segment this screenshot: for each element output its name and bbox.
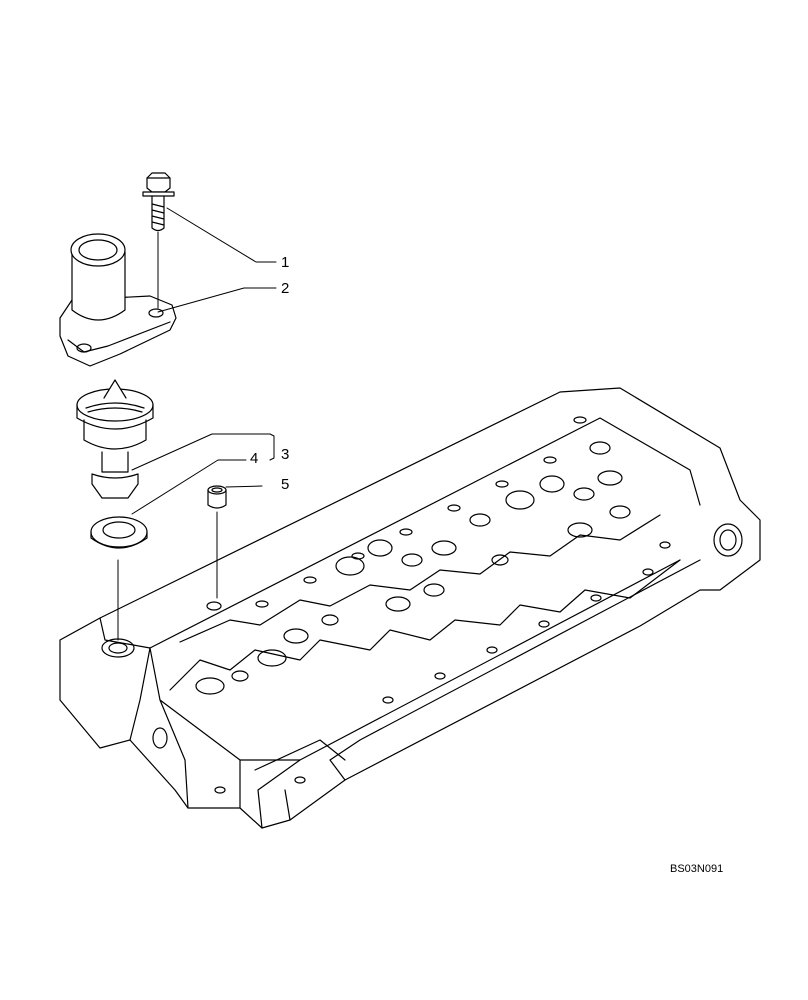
callout-label-5: 5 xyxy=(281,476,290,493)
cylinder-head-part xyxy=(60,388,760,828)
bolt-part xyxy=(143,173,174,231)
leader-lines xyxy=(118,208,276,640)
callout-label-3: 3 xyxy=(281,446,290,463)
sleeve-part xyxy=(208,486,226,508)
callout-label-4: 4 xyxy=(250,450,259,467)
thermostat-housing-part xyxy=(60,234,176,366)
drawing-reference-number: BS03N091 xyxy=(670,863,724,875)
callout-label-2: 2 xyxy=(281,280,290,297)
gasket-part xyxy=(91,517,147,548)
callout-label-1: 1 xyxy=(281,254,290,271)
thermostat-part xyxy=(77,380,153,498)
